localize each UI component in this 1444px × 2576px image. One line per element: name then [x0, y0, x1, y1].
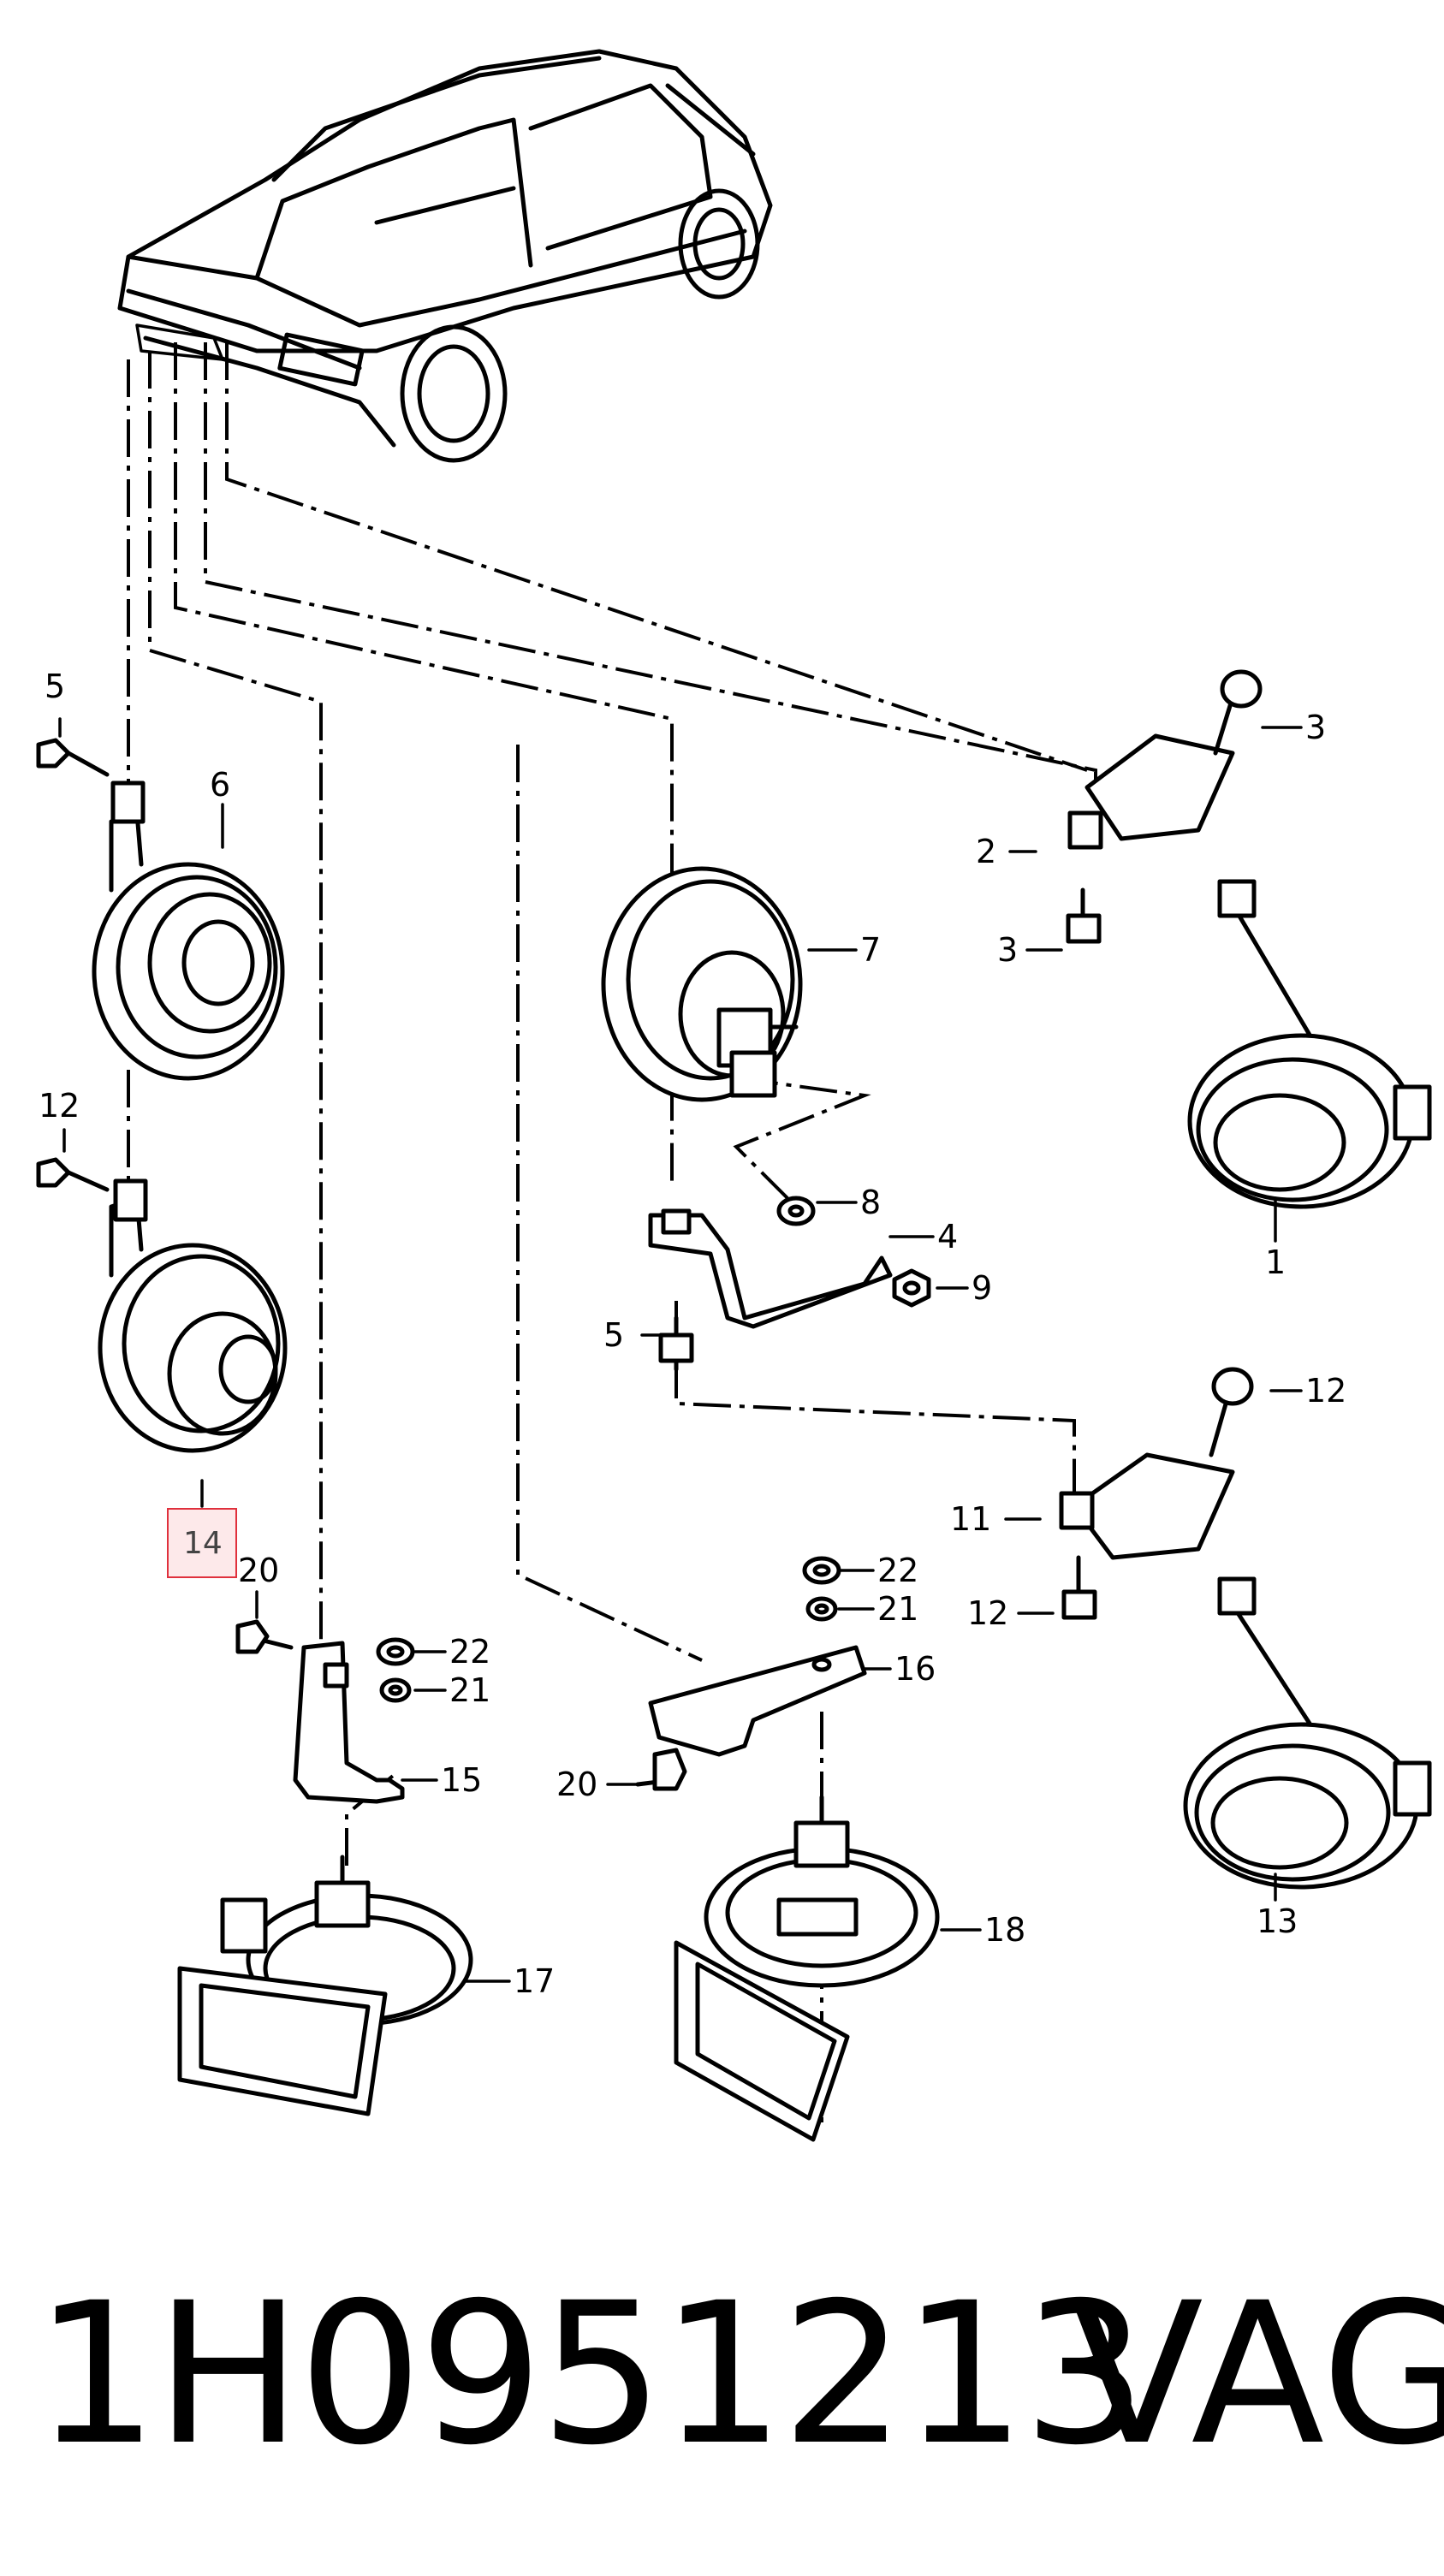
- horn-18: [674, 1795, 940, 2142]
- bracket-4: [648, 1208, 893, 1372]
- nut-9: [892, 1268, 931, 1308]
- callout-17: 17: [514, 1962, 555, 2000]
- callout-4: 4: [937, 1218, 958, 1255]
- nut-22-left: [376, 1637, 415, 1666]
- callout-5-top: 5: [45, 668, 65, 705]
- callout-3-top: 3: [1305, 709, 1326, 746]
- horn-7: [601, 866, 803, 1102]
- callout-21-center: 21: [877, 1590, 918, 1628]
- callout-5-center: 5: [603, 1316, 624, 1354]
- callout-2: 2: [976, 833, 996, 870]
- screw-20-left: [235, 1619, 294, 1654]
- bracket-15: [293, 1641, 405, 1804]
- part-number: 1H0951213: [34, 2260, 1147, 2488]
- washer-8: [776, 1196, 816, 1226]
- callout-leaders: [58, 717, 1303, 1983]
- horn-13: [1059, 1367, 1432, 1890]
- bracket-16: [648, 1645, 867, 1757]
- callout-12-left: 12: [39, 1087, 80, 1125]
- callout-1: 1: [1265, 1243, 1286, 1281]
- callout-16: 16: [894, 1650, 936, 1688]
- callout-15: 15: [441, 1761, 482, 1799]
- horn-6: [92, 781, 285, 1081]
- callout-8: 8: [860, 1184, 881, 1221]
- bolt-12-left: [36, 1157, 110, 1192]
- callout-12-right-bottom: 12: [967, 1594, 1008, 1632]
- callout-9: 9: [972, 1269, 992, 1307]
- callout-14-highlighted: 14: [183, 1526, 223, 1561]
- callout-20-left: 20: [238, 1552, 279, 1589]
- nut-22-center: [802, 1556, 841, 1585]
- callout-3-bottom: 3: [997, 931, 1018, 969]
- horn-1: [1066, 669, 1432, 1209]
- horn-14: [98, 1178, 288, 1453]
- car-illustration: [117, 49, 773, 463]
- washer-21-center: [805, 1596, 838, 1622]
- horn-17: [177, 1855, 473, 2116]
- callout-7: 7: [860, 931, 881, 969]
- bolt-5-top: [36, 738, 110, 777]
- callout-21-left: 21: [449, 1671, 490, 1709]
- exploded-parts-diagram: 5 6 12 7 8 4 9 5 3 2 3 1 12 11 12 13 14 …: [36, 49, 1432, 2142]
- callout-12-right-top: 12: [1305, 1372, 1346, 1410]
- highlight-box-14: [167, 1508, 237, 1578]
- brand-name: VAG: [1070, 2260, 1444, 2488]
- washer-21-left: [379, 1677, 412, 1703]
- callout-11: 11: [950, 1500, 991, 1538]
- screw-20-center: [635, 1748, 687, 1791]
- callout-18: 18: [984, 1911, 1025, 1949]
- callout-20-center: 20: [556, 1766, 597, 1803]
- callout-22-left: 22: [449, 1633, 490, 1671]
- callout-13: 13: [1257, 1902, 1298, 1940]
- callout-6: 6: [210, 766, 230, 804]
- callout-22-center: 22: [877, 1552, 918, 1589]
